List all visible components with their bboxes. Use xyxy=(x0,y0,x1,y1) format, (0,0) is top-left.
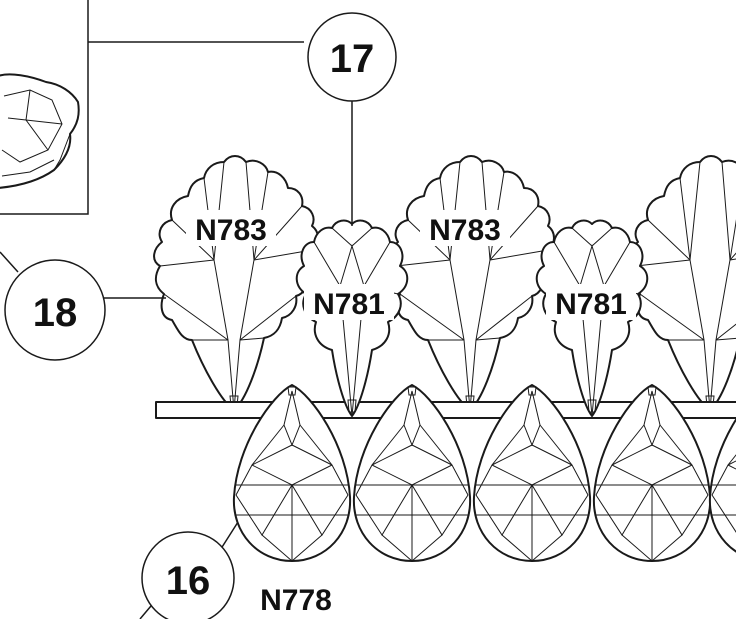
callout-18: 18 xyxy=(4,259,106,361)
svg-text:18: 18 xyxy=(33,291,78,335)
label-n778: N778 xyxy=(260,584,332,617)
label-n781-right: N781 xyxy=(546,284,636,321)
label-n783-left: N783 xyxy=(186,210,276,247)
label-n781-left: N781 xyxy=(304,284,394,321)
svg-text:N778: N778 xyxy=(260,584,332,617)
label-n783-right: N783 xyxy=(420,210,510,247)
svg-text:N783: N783 xyxy=(429,214,501,247)
callout-17: 17 xyxy=(307,12,397,102)
svg-text:16: 16 xyxy=(166,559,211,603)
callout-16: 16 xyxy=(141,531,235,619)
svg-text:N781: N781 xyxy=(313,288,385,321)
svg-text:N783: N783 xyxy=(195,214,267,247)
svg-text:N781: N781 xyxy=(555,288,627,321)
large-leaf-crystal xyxy=(153,155,319,411)
svg-text:17: 17 xyxy=(330,37,375,81)
detail-inset xyxy=(0,0,89,215)
large-leaf-crystal xyxy=(389,155,555,411)
leader-line-18 xyxy=(0,251,166,299)
leader-line-17 xyxy=(88,41,353,226)
